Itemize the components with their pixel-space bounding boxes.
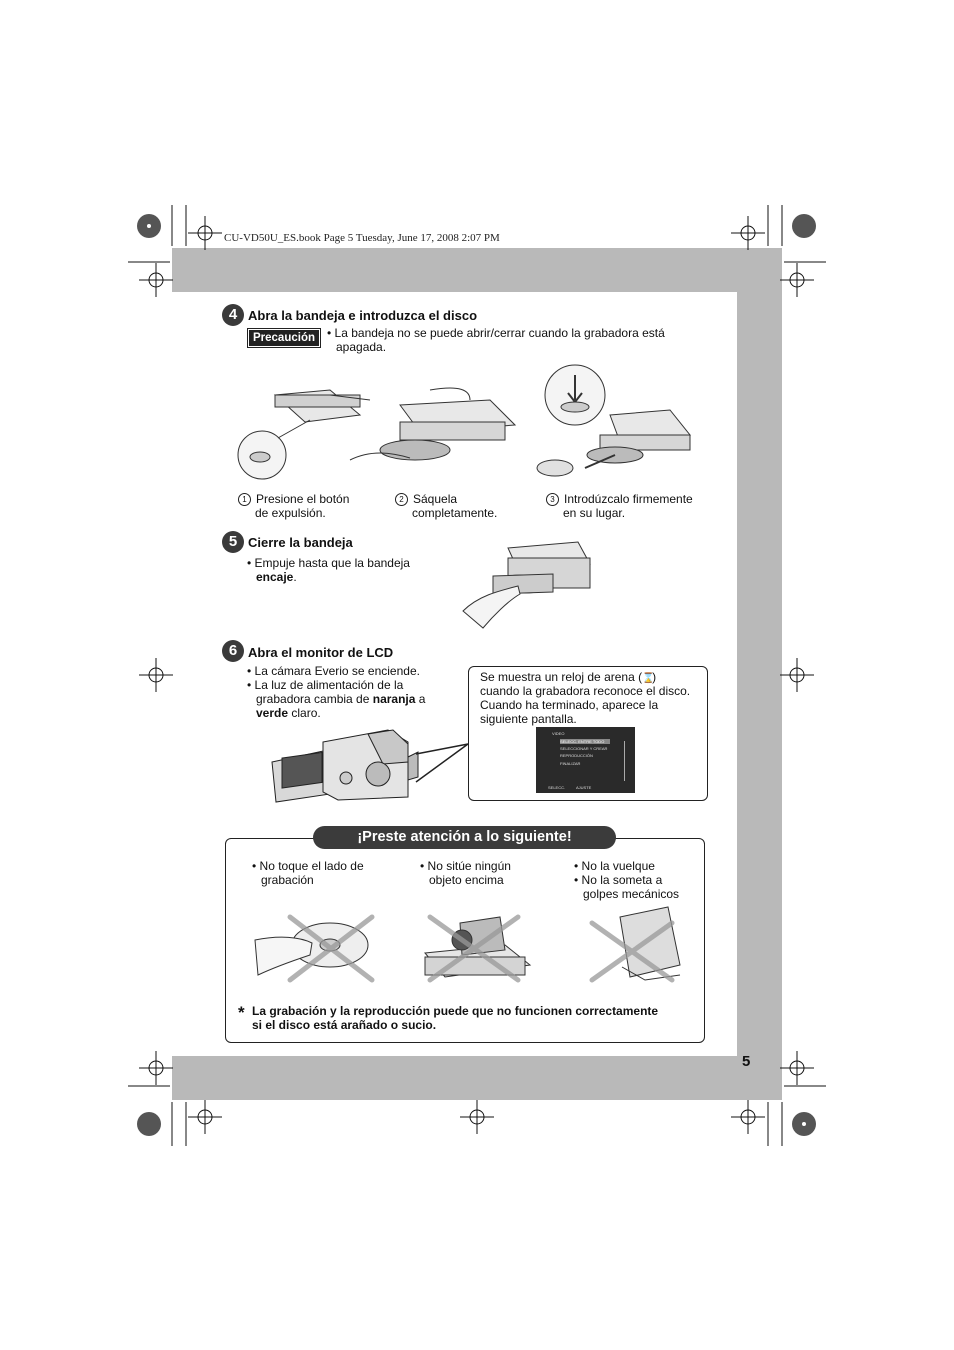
sub-step-2-line1: 2 Sáquela: [395, 492, 457, 506]
step-6-title: Abra el monitor de LCD: [248, 645, 394, 660]
step-4-number: 4: [222, 304, 244, 326]
step-6-bullet-2-line2: grabadora cambia de naranja a: [256, 692, 425, 706]
callout-text-1: Se muestra un reloj de arena (: [480, 670, 643, 684]
step-5-bold-word: encaje: [256, 570, 294, 584]
sub-step-1-line2: de expulsión.: [255, 506, 326, 520]
callout-text-1-end: ): [652, 670, 657, 684]
step-5-line1: • Empuje hasta que la bandeja: [247, 556, 410, 570]
step-6-text-a: grabadora cambia de: [256, 692, 373, 706]
attention-col3-line2: • No la someta a: [574, 873, 663, 887]
lcd-item-1: SELECC. ENTRE TODO: [560, 739, 610, 744]
callout-line-4: siguiente pantalla.: [480, 712, 577, 726]
attention-col2-line1: • No sitúe ningún: [420, 859, 511, 873]
top-gray-bar: [172, 248, 782, 292]
page-number: 5: [742, 1053, 751, 1070]
sub-step-2-number: 2: [395, 493, 408, 506]
step-5-number: 5: [222, 531, 244, 553]
lcd-footer-left: SELECC.: [548, 785, 566, 790]
sub-step-1-text: Presione el botón: [256, 492, 350, 506]
attention-col1-line1: • No toque el lado de: [252, 859, 364, 873]
attention-col2-line2: objeto encima: [429, 873, 504, 887]
attention-illustrations: [254, 906, 681, 983]
step-6-text-end: claro.: [288, 706, 321, 720]
sub-step-2-line2: completamente.: [412, 506, 498, 520]
step-4-title: Abra la bandeja e introduzca el disco: [248, 308, 478, 323]
book-header: CU-VD50U_ES.book Page 5 Tuesday, June 17…: [224, 232, 500, 244]
attention-col3-line3: golpes mecánicos: [583, 887, 680, 901]
camera-illustration: [271, 729, 469, 803]
step-5-line2: encaje.: [256, 570, 297, 584]
callout-line-2: cuando la grabadora reconoce el disco.: [480, 684, 691, 698]
sub-step-3-text: Introdúzcalo firmemente: [564, 492, 693, 506]
callout-line-3: Cuando ha terminado, aparece la: [480, 698, 659, 712]
close-tray-illustration: [462, 541, 591, 629]
callout-line-1: Se muestra un reloj de arena (⌛): [480, 670, 656, 686]
lcd-scrollbar: [624, 741, 625, 781]
hourglass-icon: ⌛: [642, 673, 655, 684]
caution-text-1: • La bandeja no se puede abrir/cerrar cu…: [327, 326, 665, 340]
sub-step-1-number: 1: [238, 493, 251, 506]
sub-step-3-line1: 3 Introdúzcalo firmemente: [546, 492, 693, 506]
caution-badge: Precaución: [247, 328, 321, 348]
sub-step-3-number: 3: [546, 493, 559, 506]
step-5-title: Cierre la bandeja: [248, 535, 353, 550]
step-6-bullet-1: • La cámara Everio se enciende.: [247, 664, 420, 678]
step-6-bold-naranja: naranja: [372, 692, 416, 706]
step-6-bullet-2-line3: verde claro.: [256, 706, 321, 720]
sub-step-3-line2: en su lugar.: [563, 506, 626, 520]
lcd-item-4: FINALIZAR: [560, 761, 581, 766]
sub-step-2-text: Sáquela: [413, 492, 458, 506]
lcd-footer-right: AJUSTE: [576, 785, 592, 790]
attention-title: ¡Preste atención a lo siguiente!: [313, 826, 616, 849]
step-6-bullet-2-line1: • La luz de alimentación de la: [247, 678, 404, 692]
caution-text-2: apagada.: [336, 340, 387, 354]
step-6-bold-verde: verde: [256, 706, 289, 720]
side-gray-bar: [737, 248, 782, 1100]
step-5-period: .: [293, 570, 297, 584]
lcd-title: VIDEO: [552, 731, 565, 736]
attention-col3-line1: • No la vuelque: [574, 859, 655, 873]
attention-note-line1: La grabación y la reproducción puede que…: [252, 1004, 659, 1018]
lcd-screen: VIDEO SELECC. ENTRE TODO SELECCIONAR Y C…: [536, 727, 635, 793]
step-6-number: 6: [222, 640, 244, 662]
lcd-item-2: SELECCIONAR Y CREAR: [560, 746, 608, 751]
tray-illustrations: [237, 364, 691, 480]
bottom-gray-bar: [172, 1056, 782, 1100]
attention-note-line2: si el disco está arañado o sucio.: [252, 1018, 437, 1032]
attention-col1-line2: grabación: [261, 873, 314, 887]
note-asterisk: *: [238, 1003, 245, 1022]
lcd-item-3: REPRODUCCIÓN: [560, 753, 593, 758]
sub-step-1-line1: 1 Presione el botón: [238, 492, 349, 506]
step-6-text-c: a: [415, 692, 426, 706]
